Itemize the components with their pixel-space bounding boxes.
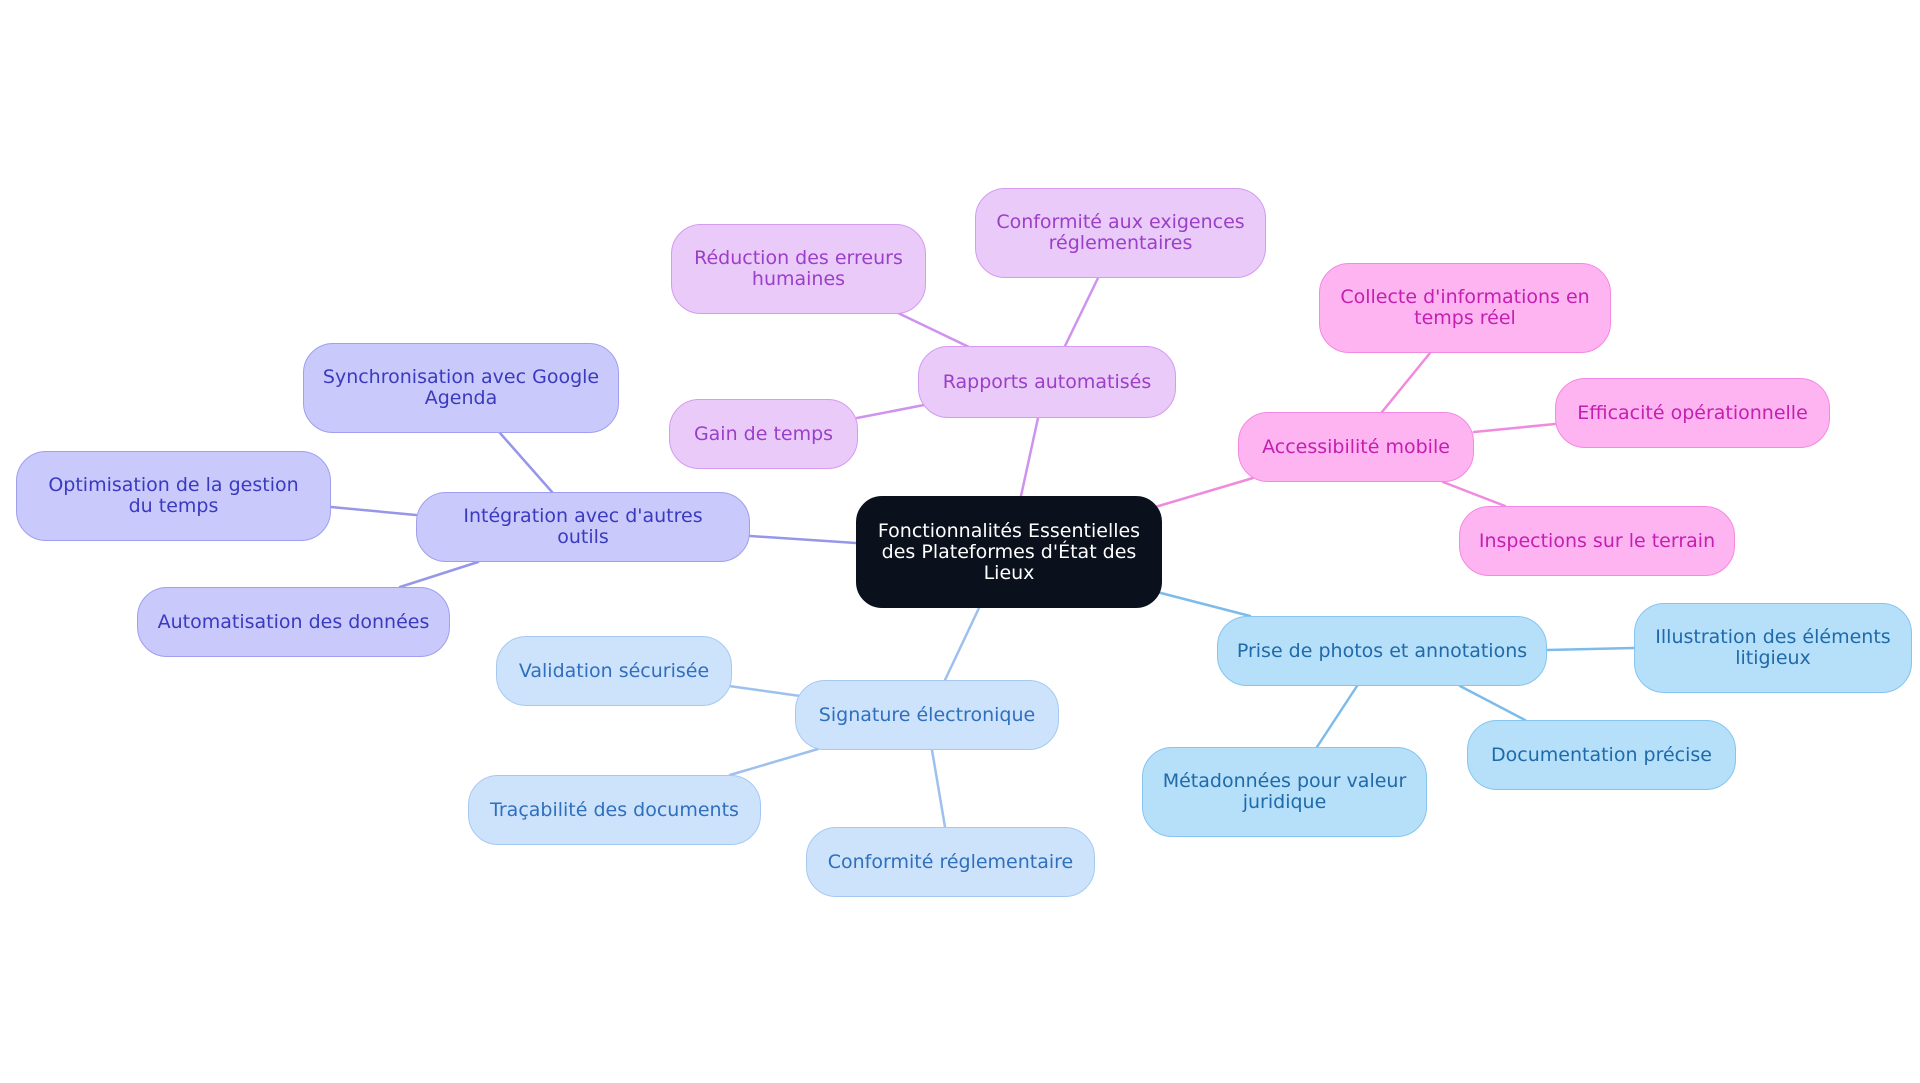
leaf-node-documentation-precise[interactable]: Documentation précise — [1467, 720, 1736, 790]
connector-mobile-1 — [1472, 422, 1557, 434]
connector-integration-0 — [498, 431, 554, 494]
leaf-node-reduction-des-erreurs-humaines[interactable]: Réduction des erreurs humaines — [671, 224, 926, 314]
connector-root-integration — [748, 534, 858, 545]
connector-photos-1 — [1458, 684, 1527, 722]
branch-node-photos[interactable]: Prise de photos et annotations — [1217, 616, 1547, 686]
connector-root-signature — [943, 606, 981, 682]
connector-rapports-1 — [896, 311, 973, 350]
connector-photos-2 — [1315, 684, 1359, 749]
connector-mobile-2 — [1441, 480, 1507, 508]
leaf-node-gain-de-temps[interactable]: Gain de temps — [669, 399, 858, 469]
leaf-node-synchronisation-avec-google-agenda[interactable]: Synchronisation avec Google Agenda — [303, 343, 619, 433]
branch-node-rapports[interactable]: Rapports automatisés — [918, 346, 1176, 418]
connector-root-photos — [1155, 590, 1252, 618]
connector-integration-1 — [329, 505, 418, 517]
connector-mobile-0 — [1380, 351, 1432, 414]
leaf-node-automatisation-des-donnees[interactable]: Automatisation des données — [137, 587, 450, 657]
leaf-node-metadonnees-pour-valeur-juridique[interactable]: Métadonnées pour valeur juridique — [1142, 747, 1427, 837]
connector-root-mobile — [1150, 476, 1255, 510]
leaf-node-efficacite-operationnelle[interactable]: Efficacité opérationnelle — [1555, 378, 1830, 448]
connector-integration-2 — [398, 560, 480, 589]
branch-node-mobile[interactable]: Accessibilité mobile — [1238, 412, 1474, 482]
connector-signature-1 — [728, 747, 820, 777]
leaf-node-conformite-reglementaire[interactable]: Conformité réglementaire — [806, 827, 1095, 897]
branch-node-integration[interactable]: Intégration avec d'autres outils — [416, 492, 750, 562]
leaf-node-collecte-d-informations-en-temps-reel[interactable]: Collecte d'informations en temps réel — [1319, 263, 1611, 353]
leaf-node-illustration-des-elements-litigieux[interactable]: Illustration des éléments litigieux — [1634, 603, 1912, 693]
leaf-node-optimisation-de-la-gestion-du-temps[interactable]: Optimisation de la gestion du temps — [16, 451, 331, 541]
branch-node-signature[interactable]: Signature électronique — [795, 680, 1059, 750]
connector-signature-0 — [727, 684, 802, 698]
leaf-node-conformite-aux-exigences-reglementaires[interactable]: Conformité aux exigences réglementaires — [975, 188, 1266, 278]
connector-root-rapports — [1019, 416, 1040, 498]
leaf-node-inspections-sur-le-terrain[interactable]: Inspections sur le terrain — [1459, 506, 1735, 576]
connector-rapports-0 — [1063, 276, 1100, 348]
leaf-node-validation-securisee[interactable]: Validation sécurisée — [496, 636, 732, 706]
connector-photos-0 — [1545, 646, 1636, 652]
connector-signature-2 — [930, 748, 947, 829]
leaf-node-tracabilite-des-documents[interactable]: Traçabilité des documents — [468, 775, 761, 845]
central-topic-node[interactable]: Fonctionnalités Essentielles des Platefo… — [856, 496, 1162, 608]
connector-rapports-2 — [855, 403, 926, 420]
